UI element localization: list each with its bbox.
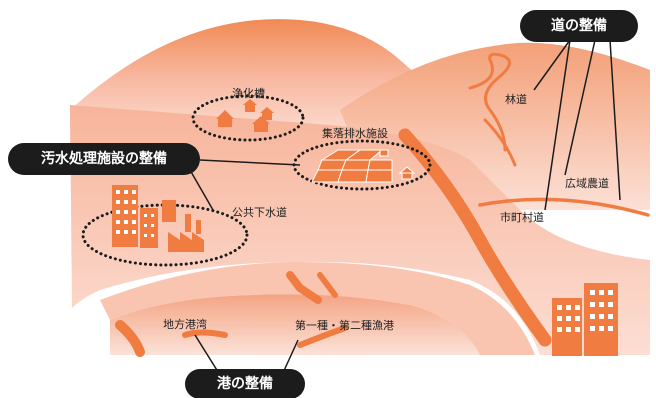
drainage-fields bbox=[311, 149, 416, 183]
local-port-label: 地方港湾 bbox=[163, 318, 207, 331]
public-sewer-label: 公共下水道 bbox=[232, 206, 287, 219]
city-building-windows bbox=[557, 290, 613, 332]
johkaso-ellipse bbox=[191, 94, 305, 142]
sewer-buildings bbox=[112, 185, 204, 252]
wide-farm-road-line bbox=[478, 197, 650, 217]
johkaso-label: 浄化槽 bbox=[232, 87, 265, 100]
lower-sea bbox=[110, 294, 480, 355]
pier-left bbox=[182, 329, 228, 338]
coast bbox=[100, 262, 535, 355]
wide-farm-road-label: 広域農道 bbox=[565, 177, 609, 190]
municipal-road-label: 市町村道 bbox=[500, 211, 544, 224]
fishing-port-label: 第一種・第二種漁港 bbox=[295, 319, 394, 332]
pier-right bbox=[297, 325, 348, 348]
forest-road-line bbox=[468, 52, 511, 152]
village-drainage-label: 集落排水施設 bbox=[322, 127, 388, 140]
coast-bridge bbox=[317, 272, 338, 298]
forest-road-label: 林道 bbox=[505, 93, 527, 106]
johkaso-houses bbox=[216, 99, 274, 132]
mountain-road-branch bbox=[483, 118, 517, 167]
road-heading: 道の整備 bbox=[520, 10, 638, 42]
sewage-heading: 汚水処理施設の整備 bbox=[8, 143, 200, 175]
port-heading: 港の整備 bbox=[185, 369, 305, 398]
coastal-road bbox=[115, 320, 145, 357]
sewer-ellipse bbox=[81, 203, 249, 267]
sewer-building-windows bbox=[116, 190, 154, 237]
leader-lines bbox=[189, 39, 621, 376]
port-breakwater bbox=[286, 271, 322, 304]
